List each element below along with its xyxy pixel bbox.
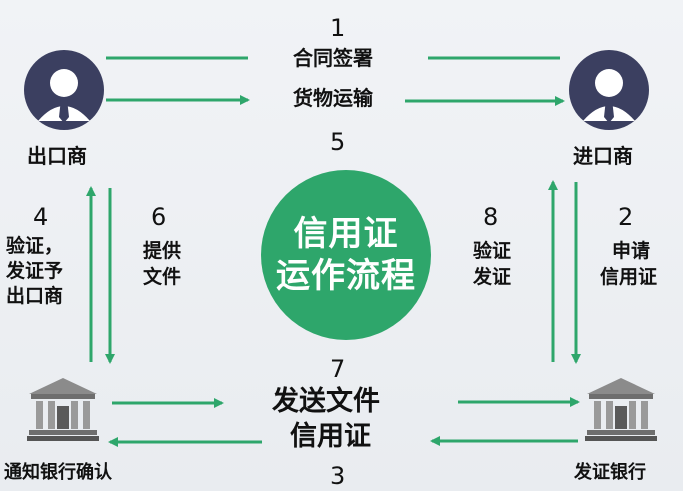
advising-bank-icon <box>27 378 99 441</box>
issuing-bank-icon <box>585 378 657 441</box>
step6-line1: 提供 <box>143 240 182 262</box>
exporter-label: 出口商 <box>27 144 87 168</box>
step7-line1: 发送文件 <box>272 386 380 417</box>
step4-line2: 发证予 <box>6 260 64 282</box>
advising-bank-label: 通知银行确认 <box>4 462 112 483</box>
step4-line3: 出口商 <box>6 285 64 307</box>
step8-line1: 验证 <box>473 240 512 262</box>
importer-label: 进口商 <box>573 144 633 168</box>
step1-line2: 货物运输 <box>293 86 373 110</box>
center-title-line2: 运作流程 <box>276 256 416 296</box>
step2-line2: 信用证 <box>600 266 658 288</box>
center-circle: 信用证 运作流程 <box>261 170 431 340</box>
step3-number: 3 <box>330 462 346 490</box>
exporter-avatar-icon <box>24 50 104 130</box>
step8-line2: 发证 <box>473 266 512 288</box>
step7-number: 7 <box>330 355 346 383</box>
step2-line1: 申请 <box>612 240 651 262</box>
step6-line2: 文件 <box>143 266 182 288</box>
issuing-bank-label: 发证银行 <box>574 462 646 483</box>
step8-number: 8 <box>483 203 499 231</box>
step5-number: 5 <box>330 128 346 156</box>
center-title-line1: 信用证 <box>293 213 399 254</box>
step2-number: 2 <box>618 203 634 231</box>
step4-line1: 验证， <box>6 235 64 257</box>
step7-line2: 信用证 <box>290 421 371 452</box>
step6-number: 6 <box>151 203 167 231</box>
importer-avatar-icon <box>569 50 649 130</box>
step1-line1: 合同签署 <box>293 46 373 70</box>
step1-number: 1 <box>330 14 346 42</box>
step4-number: 4 <box>33 203 49 231</box>
